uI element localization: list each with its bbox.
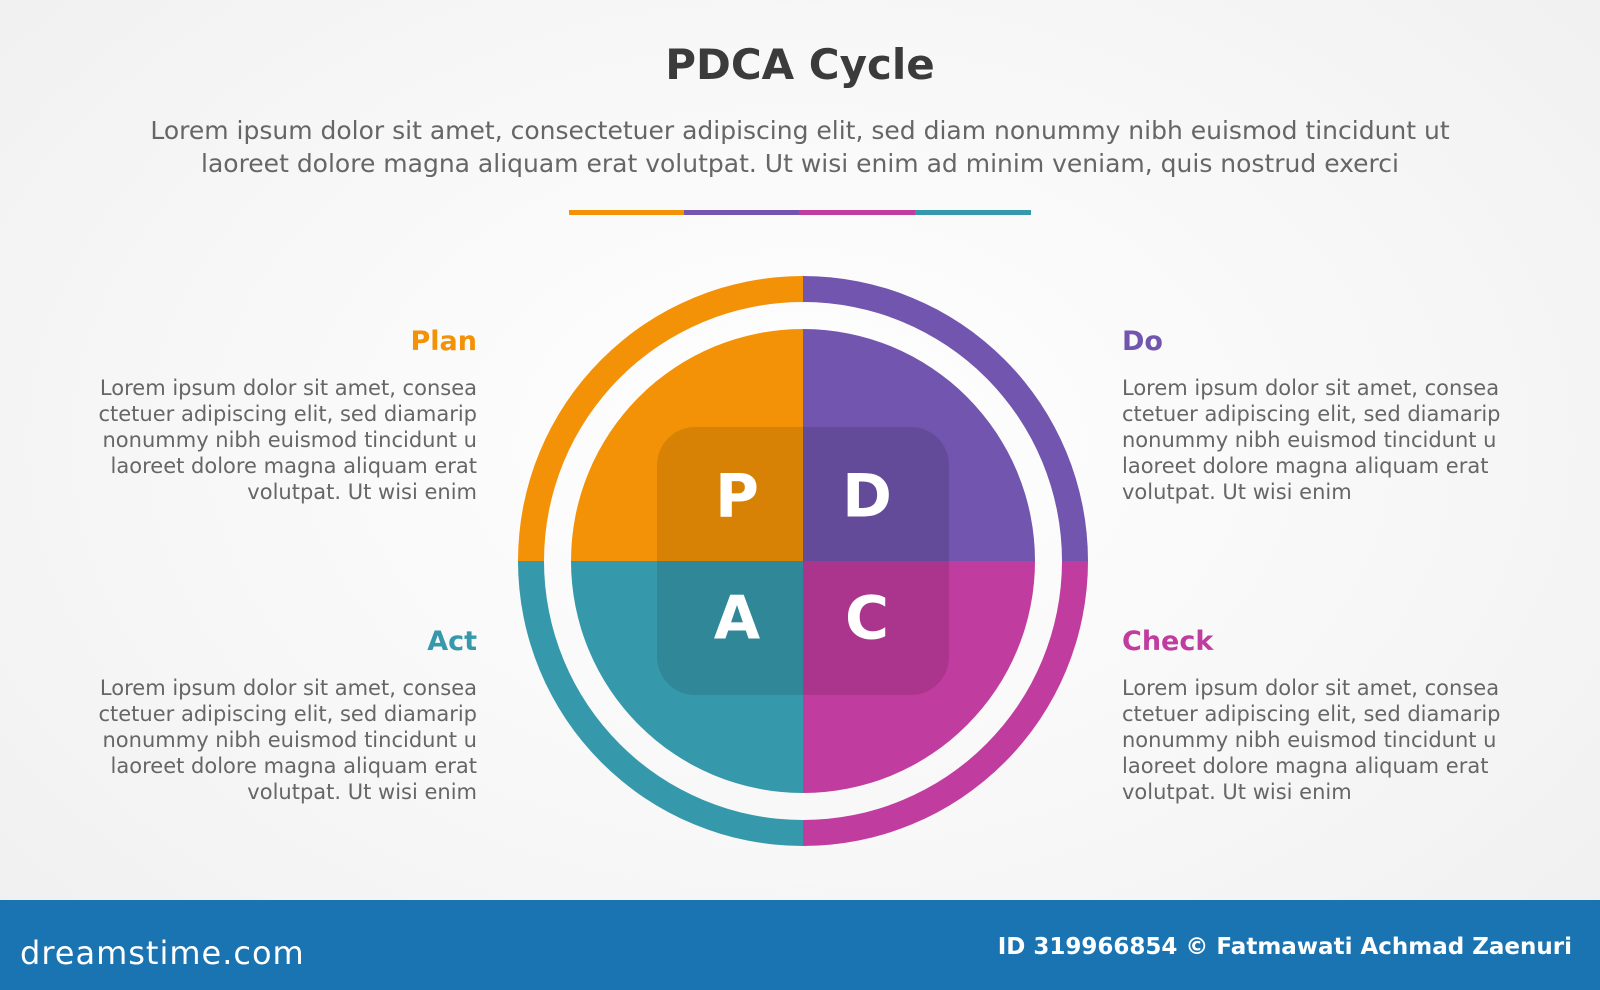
footer-bar: dreamstime.com ID 319966854 © Fatmawati … (0, 900, 1600, 990)
subtitle-line-1: Lorem ipsum dolor sit amet, consectetuer… (150, 116, 1450, 145)
check-desc-line: Lorem ipsum dolor sit amet, consea (1122, 676, 1500, 700)
page-subtitle: Lorem ipsum dolor sit amet, consectetuer… (110, 114, 1490, 180)
plan-title: Plan (410, 326, 478, 357)
do-title: Do (1122, 326, 1163, 357)
check-desc-line: nonummy nibh euismod tincidunt u (1122, 728, 1497, 752)
center-overlay (657, 427, 949, 695)
act-desc-line: ctetuer adipiscing elit, sed diamarip (98, 702, 477, 726)
outer-ring-do (803, 276, 1088, 561)
act-desc-line: volutpat. Ut wisi enim (247, 780, 477, 804)
outer-ring-check (803, 561, 1088, 846)
brand-logo: dreamstime.com (20, 934, 305, 972)
plan-desc-line: ctetuer adipiscing elit, sed diamarip (98, 402, 477, 426)
page-title: PDCA Cycle (665, 40, 935, 89)
quadrant-do (803, 329, 1035, 561)
plan-desc-line: laoreet dolore magna aliquam erat (110, 454, 477, 478)
divider-segment-check (799, 210, 915, 215)
plan-description: Lorem ipsum dolor sit amet, consea ctetu… (77, 375, 477, 505)
divider-segment-act (915, 210, 1031, 215)
act-description: Lorem ipsum dolor sit amet, consea ctetu… (77, 675, 477, 805)
check-title: Check (1122, 626, 1214, 657)
outer-ring-act (518, 561, 803, 846)
divider-segment-do (684, 210, 799, 215)
color-divider (569, 210, 1031, 215)
plan-desc-line: nonummy nibh euismod tincidunt u (102, 428, 478, 452)
divider-segment-plan (569, 210, 684, 215)
plan-desc-line: Lorem ipsum dolor sit amet, consea (99, 376, 477, 400)
check-description: Lorem ipsum dolor sit amet, consea ctetu… (1122, 675, 1522, 805)
letter-c: C (845, 584, 889, 654)
check-desc-line: ctetuer adipiscing elit, sed diamarip (1122, 702, 1501, 726)
do-desc-line: nonummy nibh euismod tincidunt u (1122, 428, 1497, 452)
act-desc-line: laoreet dolore magna aliquam erat (110, 754, 477, 778)
do-desc-line: volutpat. Ut wisi enim (1122, 480, 1352, 504)
do-description: Lorem ipsum dolor sit amet, consea ctetu… (1122, 375, 1522, 505)
plan-desc-line: volutpat. Ut wisi enim (247, 480, 477, 504)
do-desc-line: ctetuer adipiscing elit, sed diamarip (1122, 402, 1501, 426)
quadrant-check (803, 561, 1035, 793)
act-desc-line: Lorem ipsum dolor sit amet, consea (99, 676, 477, 700)
letter-d: D (842, 462, 892, 532)
check-desc-line: volutpat. Ut wisi enim (1122, 780, 1352, 804)
do-desc-line: laoreet dolore magna aliquam erat (1122, 454, 1489, 478)
image-credit: ID 319966854 © Fatmawati Achmad Zaenuri (997, 934, 1572, 960)
letter-a: A (714, 584, 761, 654)
subtitle-line-2: laoreet dolore magna aliquam erat volutp… (201, 149, 1399, 178)
do-desc-line: Lorem ipsum dolor sit amet, consea (1122, 376, 1500, 400)
letter-p: P (715, 462, 759, 532)
quadrant-plan (571, 329, 803, 561)
check-desc-line: laoreet dolore magna aliquam erat (1122, 754, 1489, 778)
outer-ring-plan (518, 276, 803, 561)
act-title: Act (427, 626, 477, 657)
act-desc-line: nonummy nibh euismod tincidunt u (102, 728, 478, 752)
quadrant-act (571, 561, 803, 793)
